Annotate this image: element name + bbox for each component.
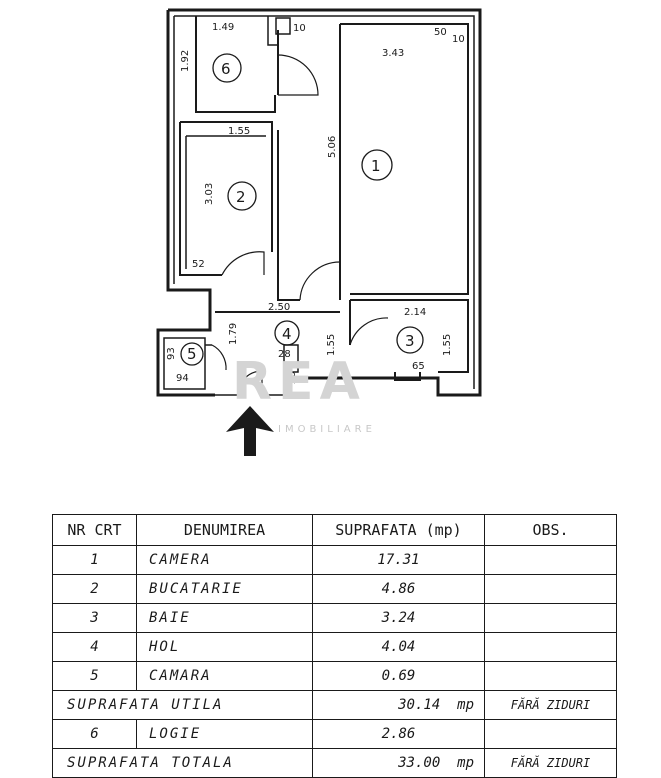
dim-65: 65: [412, 361, 425, 372]
dim-52: 52: [192, 259, 205, 270]
table-row: 3 BAIE 3.24: [52, 603, 617, 633]
exterior-walls: [156, 8, 482, 397]
table-row-total-area: SUPRAFATA TOTALA 33.00 mp FĂRĂ ZIDURI: [52, 748, 617, 778]
total-area-obs: FĂRĂ ZIDURI: [484, 748, 617, 778]
dim-1-92: 1.92: [180, 50, 191, 72]
dim-1-49: 1.49: [212, 22, 234, 33]
row-area: 4.04: [312, 632, 485, 662]
dim-5-06: 5.06: [327, 136, 338, 158]
dim-3-03: 3.03: [204, 183, 215, 205]
header-obs: OBS.: [484, 514, 617, 546]
dim-94: 94: [176, 373, 189, 384]
row-nr: 1: [52, 545, 137, 575]
row-obs: [484, 603, 617, 633]
loggia-area: 2.86: [312, 719, 485, 749]
row-area: 17.31: [312, 545, 485, 575]
row-obs: [484, 545, 617, 575]
dim-3-43: 3.43: [382, 48, 404, 59]
row-area: 4.86: [312, 574, 485, 604]
table-header-row: NR CRT DENUMIREA SUPRAFATA (mp) OBS.: [52, 514, 617, 546]
useful-area-value: 30.14: [398, 697, 441, 713]
dim-10-left: 10: [293, 23, 306, 34]
room-2-label: 2: [236, 188, 246, 206]
dim-20: 20: [287, 371, 298, 384]
row-name: CAMERA: [136, 545, 313, 575]
header-area: SUPRAFATA (mp): [312, 514, 485, 546]
total-area-label: SUPRAFATA TOTALA: [52, 748, 313, 778]
row-name: CAMARA: [136, 661, 313, 691]
table-row: 2 BUCATARIE 4.86: [52, 574, 617, 604]
dim-1-79: 1.79: [228, 323, 239, 345]
row-name: BAIE: [136, 603, 313, 633]
row-nr: 3: [52, 603, 137, 633]
table-row: 5 CAMARA 0.69: [52, 661, 617, 691]
total-area-value: 33.00: [398, 755, 441, 771]
dim-2-14: 2.14: [404, 307, 426, 318]
door-swings: [211, 54, 389, 396]
useful-area-value-cell: 30.14 mp: [312, 690, 485, 720]
row-obs: [484, 661, 617, 691]
dim-1-55-bath: 1.55: [442, 334, 453, 356]
entrance-arrow-icon: [226, 406, 274, 456]
table-row: 1 CAMERA 17.31: [52, 545, 617, 575]
dim-28: 28: [278, 349, 291, 360]
total-area-unit: mp: [457, 755, 474, 771]
row-name: BUCATARIE: [136, 574, 313, 604]
room-markers: 6 1 2 4 3 5: [180, 53, 424, 366]
table-row: 6 LOGIE 2.86: [52, 719, 617, 749]
header-nr: NR CRT: [52, 514, 137, 546]
room-5-label: 5: [187, 345, 197, 363]
header-name: DENUMIREA: [136, 514, 313, 546]
interior-walls: [163, 15, 470, 390]
row-area: 3.24: [312, 603, 485, 633]
row-name: HOL: [136, 632, 313, 662]
dimension-labels: 1.49 1.92 10 3.43 50 10 1.55 5.06 3.03 5…: [166, 22, 465, 384]
floor-plan: 1.49 1.92 10 3.43 50 10 1.55 5.06 3.03 5…: [156, 8, 482, 456]
row-nr: 2: [52, 574, 137, 604]
loggia-nr: 6: [52, 719, 137, 749]
useful-area-unit: mp: [457, 697, 474, 713]
watermark-subtitle: IMOBILIARE: [278, 424, 376, 435]
area-table: NR CRT DENUMIREA SUPRAFATA (mp) OBS. 1 C…: [52, 514, 617, 778]
room-6-label: 6: [221, 60, 231, 78]
dim-2-50: 2.50: [268, 302, 290, 313]
total-area-value-cell: 33.00 mp: [312, 748, 485, 778]
row-obs: [484, 632, 617, 662]
dim-93: 93: [166, 347, 177, 360]
table-row-useful-area: SUPRAFATA UTILA 30.14 mp FĂRĂ ZIDURI: [52, 690, 617, 720]
watermark-logo: REA: [232, 352, 366, 412]
row-nr: 4: [52, 632, 137, 662]
loggia-name: LOGIE: [136, 719, 313, 749]
dim-10-right: 10: [452, 34, 465, 45]
useful-area-label: SUPRAFATA UTILA: [52, 690, 313, 720]
useful-area-obs: FĂRĂ ZIDURI: [484, 690, 617, 720]
room-4-label: 4: [282, 325, 292, 343]
dim-1-55-kitchen: 1.55: [228, 126, 250, 137]
room-1-label: 1: [371, 157, 381, 175]
table-row: 4 HOL 4.04: [52, 632, 617, 662]
row-area: 0.69: [312, 661, 485, 691]
dim-1-55-hall: 1.55: [326, 334, 337, 356]
loggia-obs: [484, 719, 617, 749]
room-3-label: 3: [405, 332, 415, 350]
dim-50: 50: [434, 27, 447, 38]
row-obs: [484, 574, 617, 604]
row-nr: 5: [52, 661, 137, 691]
